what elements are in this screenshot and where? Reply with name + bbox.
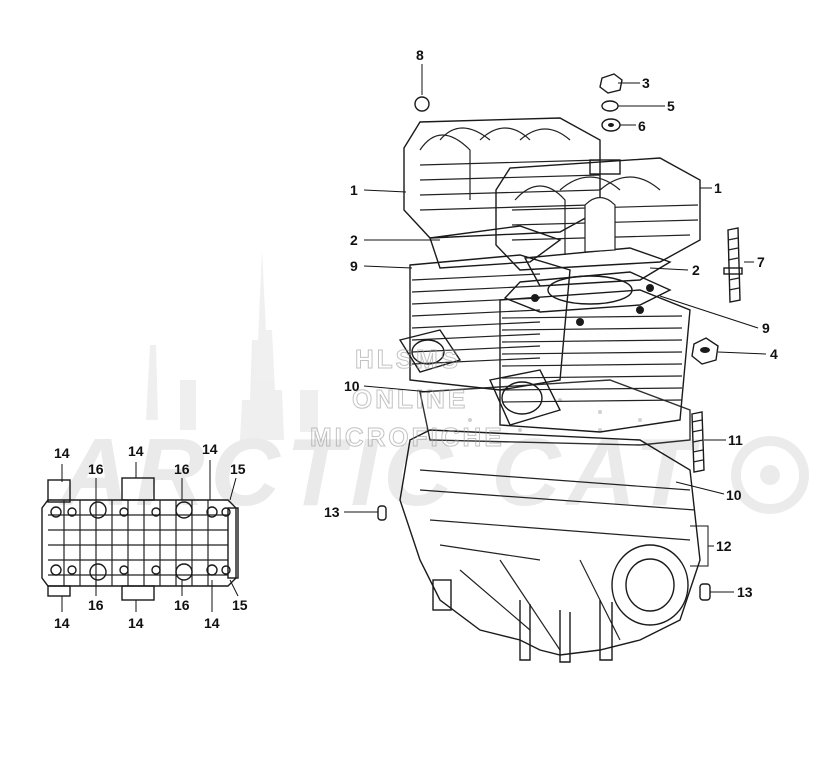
callout-6: 6	[638, 118, 646, 134]
part-5	[601, 100, 619, 112]
part-7	[723, 227, 743, 303]
part-4	[691, 337, 719, 365]
callout-16-bottom-left: 16	[88, 597, 104, 613]
callout-13-left: 13	[324, 504, 340, 520]
callout-13-right: 13	[737, 584, 753, 600]
callout-7: 7	[757, 254, 765, 270]
bolt-holes	[50, 501, 231, 581]
callout-1-rear-head: 1	[350, 182, 358, 198]
callout-14-top-right: 14	[202, 441, 218, 457]
callout-5: 5	[667, 98, 675, 114]
watermark-line1: HLSMS	[355, 344, 461, 374]
callout-14-top-center: 14	[128, 443, 144, 459]
callout-3: 3	[642, 75, 650, 91]
watermark-background: ARCTIC CAT	[58, 250, 809, 526]
watermark-brand: ARCTIC CAT	[58, 419, 701, 526]
callout-1-front-head: 1	[714, 180, 722, 196]
callout-11: 11	[728, 432, 743, 448]
part-13-right	[699, 583, 711, 601]
part-8	[414, 96, 430, 112]
leader-lines	[61, 64, 767, 612]
callout-15-bottom: 15	[232, 597, 248, 613]
callout-16-top-right: 16	[174, 461, 190, 477]
callout-14-top-left: 14	[54, 445, 70, 461]
crankcase-bottom-view	[41, 477, 239, 601]
callout-9-front: 9	[762, 320, 770, 336]
part-3	[599, 73, 623, 94]
callout-2-rear-gasket: 2	[350, 232, 358, 248]
watermark-text: HLSMS ONLINE MICROFICHE	[310, 344, 505, 453]
callout-12: 12	[716, 538, 732, 554]
callout-14-bottom-right: 14	[204, 615, 220, 631]
callout-8: 8	[416, 47, 424, 63]
callout-labels: 8 3 5 6 1 1 2 2 7 9 9 4 10 10 11 12 13 1…	[54, 47, 778, 631]
callout-14-bottom-left: 14	[54, 615, 70, 631]
watermark-line3: MICROFICHE	[310, 422, 505, 452]
callout-10-upper: 10	[344, 378, 360, 394]
callout-16-bottom-right: 16	[174, 597, 190, 613]
callout-2-front-gasket: 2	[692, 262, 700, 278]
watermark-line2: ONLINE	[352, 384, 468, 414]
part-11	[691, 411, 705, 473]
callout-16-top-left: 16	[88, 461, 104, 477]
callout-9-rear: 9	[350, 258, 358, 274]
callout-14-bottom-center: 14	[128, 615, 144, 631]
callout-10-lower: 10	[726, 487, 742, 503]
callout-15-top: 15	[230, 461, 246, 477]
part-13-left	[377, 505, 387, 521]
engine-assembly	[377, 73, 743, 663]
callout-4: 4	[770, 346, 778, 362]
